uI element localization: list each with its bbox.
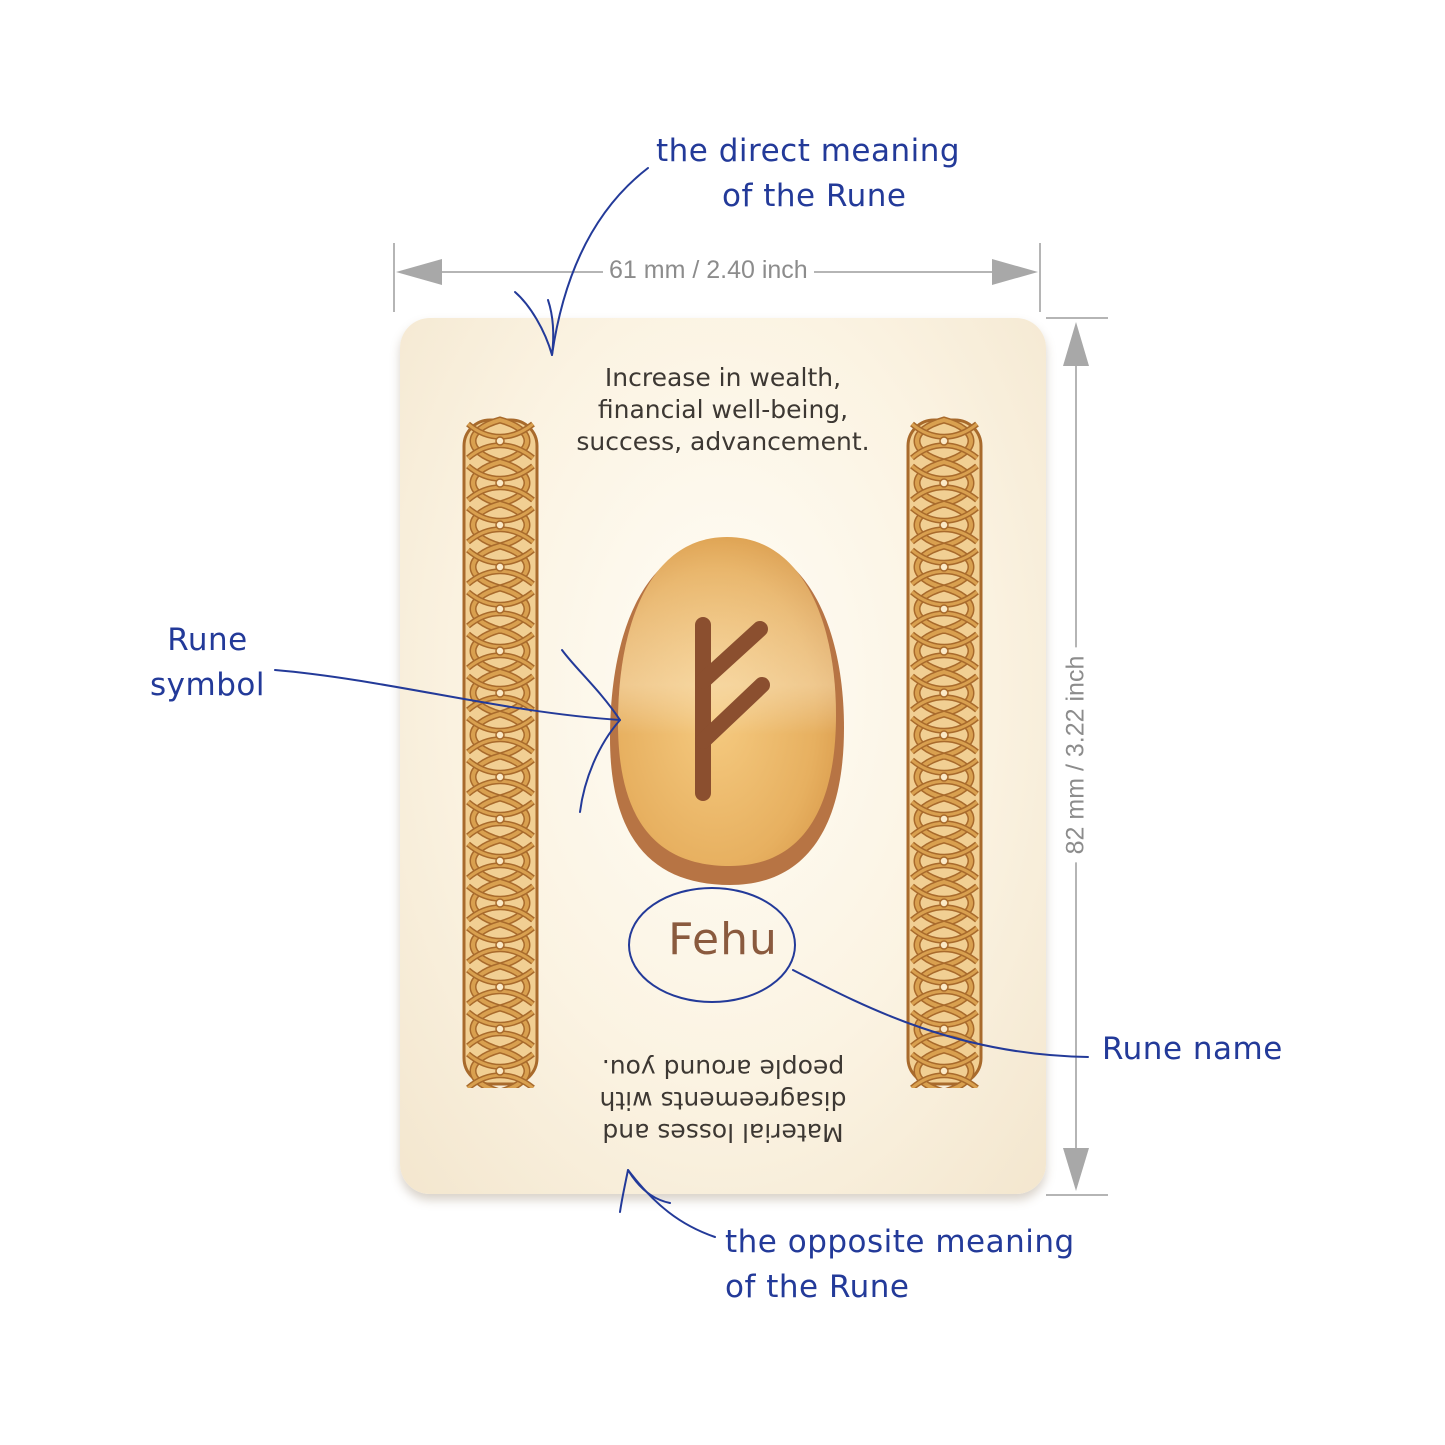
annotation-line: Rune bbox=[167, 622, 248, 658]
celtic-knot-border-right-icon bbox=[906, 416, 983, 1088]
width-dimension-label: 61 mm / 2.40 inch bbox=[603, 256, 814, 285]
direct-meaning-arrowhead-icon bbox=[514, 291, 555, 356]
direct-meaning-line: success, advancement. bbox=[576, 427, 870, 456]
width-arrow-right bbox=[992, 259, 1038, 285]
rune-name: Fehu bbox=[668, 914, 778, 965]
rune-stone-icon bbox=[610, 537, 844, 885]
height-arrow-top bbox=[1063, 322, 1089, 366]
direct-meaning-pointer bbox=[551, 167, 649, 356]
fehu-rune-icon bbox=[695, 617, 770, 801]
rune-name-pointer bbox=[792, 969, 1089, 1058]
annotation-line: the opposite meaning bbox=[725, 1224, 1075, 1260]
height-arrow-bottom bbox=[1063, 1148, 1089, 1191]
rune-symbol-pointer bbox=[274, 669, 621, 721]
direct-meaning-text: Increase in wealth, financial well-being… bbox=[400, 362, 1046, 458]
rune-symbol-arrowhead-icon bbox=[561, 649, 621, 813]
rune-card: Increase in wealth, financial well-being… bbox=[400, 318, 1046, 1194]
annotation-rune-symbol: Rune symbol bbox=[150, 618, 265, 708]
annotation-line: the direct meaning bbox=[656, 133, 961, 169]
opposite-meaning-pointer bbox=[627, 1169, 716, 1238]
annotation-line: of the Rune bbox=[725, 1269, 910, 1305]
celtic-knot-border-left-icon bbox=[462, 416, 539, 1088]
annotation-line: of the Rune bbox=[722, 178, 907, 214]
annotation-line: symbol bbox=[150, 667, 265, 703]
direct-meaning-line: financial well-being, bbox=[597, 395, 849, 424]
annotation-opposite-meaning: the opposite meaning of the Rune bbox=[725, 1220, 1075, 1310]
annotation-direct-meaning: the direct meaning of the Rune bbox=[656, 129, 960, 219]
opposite-meaning-arrowhead-icon bbox=[619, 1169, 671, 1213]
width-arrow-left bbox=[396, 259, 442, 285]
rune-name-circle bbox=[628, 887, 796, 1003]
direct-meaning-line: Increase in wealth, bbox=[604, 363, 842, 392]
annotation-rune-name: Rune name bbox=[1102, 1031, 1283, 1067]
